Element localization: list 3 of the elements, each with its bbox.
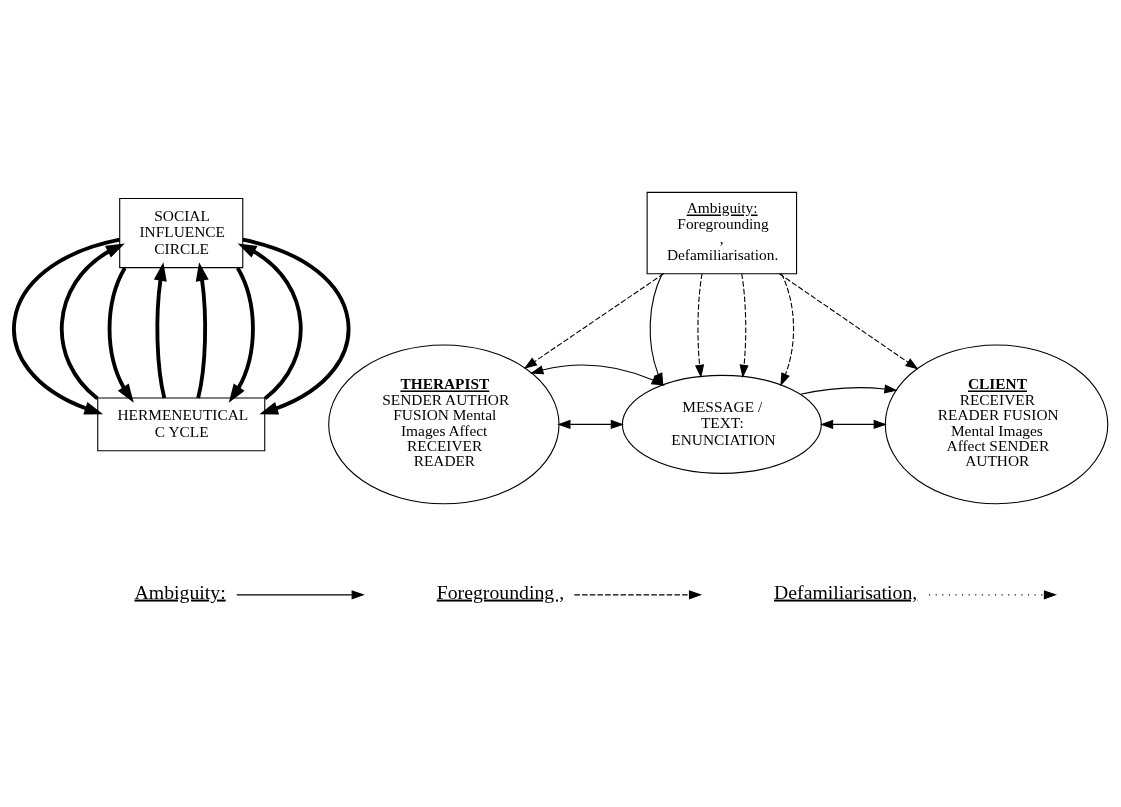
legend-label: Foregrounding ,: [436, 580, 565, 603]
legend-label: Ambiguity:: [134, 580, 226, 603]
legend-label: Defamiliarisation,: [774, 580, 918, 603]
